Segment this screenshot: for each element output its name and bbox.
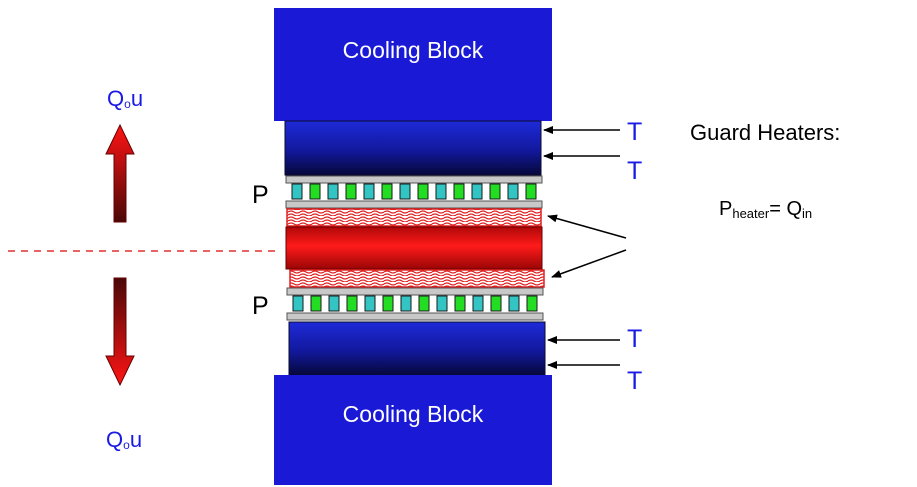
q-out-bottom-label: Qou — [106, 427, 142, 452]
p-label-top: P — [252, 181, 269, 209]
peltier-cell — [525, 183, 537, 200]
peltier-cell — [417, 183, 429, 200]
peltier-cell — [382, 295, 394, 312]
p-heater-equation: Pheater= Qin — [719, 198, 812, 221]
cooling-block-bottom-label: Cooling Block — [343, 401, 484, 427]
peltier-cell — [363, 183, 375, 200]
t-label: T — [627, 118, 642, 146]
peltier-cell — [310, 295, 322, 312]
peltier-cell — [292, 295, 304, 312]
peltier-cell — [345, 183, 357, 200]
p-label-bottom: P — [252, 292, 269, 320]
peltier-cell — [526, 295, 538, 312]
bottom-sample-block — [288, 321, 546, 376]
peltier-cell — [400, 295, 412, 312]
guard-heaters-label: Guard Heaters: — [690, 120, 840, 145]
guard-heater-pointer-arrow — [547, 214, 627, 239]
t-label: T — [627, 157, 642, 185]
guard-heater-pointer-arrow — [551, 249, 627, 278]
peltier-cell — [381, 183, 393, 200]
peltier-cell — [364, 295, 376, 312]
peltier-assembly-bottom — [286, 287, 544, 321]
peltier-cell — [454, 295, 466, 312]
main-heater — [285, 226, 543, 270]
peltier-cell — [435, 183, 447, 200]
peltier-cell — [490, 295, 502, 312]
cooling-block-top-label: Cooling Block — [343, 37, 484, 63]
ceramic-plate — [286, 287, 544, 296]
top-sample-block — [284, 120, 542, 176]
peltier-cell — [291, 183, 303, 200]
guard-heater-top — [286, 208, 542, 227]
ceramic-plate — [285, 175, 543, 184]
ceramic-plate — [286, 312, 544, 321]
peltier-cell — [399, 183, 411, 200]
peltier-cell — [471, 183, 483, 200]
peltier-cell — [489, 183, 501, 200]
cooling-block-top: Cooling Block — [274, 8, 552, 121]
t-label: T — [627, 367, 642, 395]
cooling-block-bottom: Cooling Block — [274, 375, 552, 485]
peltier-cell — [436, 295, 448, 312]
ceramic-plate — [285, 200, 543, 209]
peltier-cell — [346, 295, 358, 312]
heat-flow-down-arrow-icon — [105, 277, 135, 387]
q-out-top-label: Qou — [107, 86, 143, 111]
peltier-cell — [309, 183, 321, 200]
t-label: T — [627, 325, 642, 353]
peltier-cell — [472, 295, 484, 312]
guard-heater-bottom — [289, 269, 545, 288]
peltier-cell — [453, 183, 465, 200]
peltier-cell — [507, 183, 519, 200]
peltier-cell — [418, 295, 430, 312]
peltier-cell — [327, 183, 339, 200]
peltier-cell — [508, 295, 520, 312]
heat-flow-up-arrow-icon — [105, 123, 135, 223]
peltier-assembly-top — [285, 175, 543, 209]
peltier-cell — [328, 295, 340, 312]
